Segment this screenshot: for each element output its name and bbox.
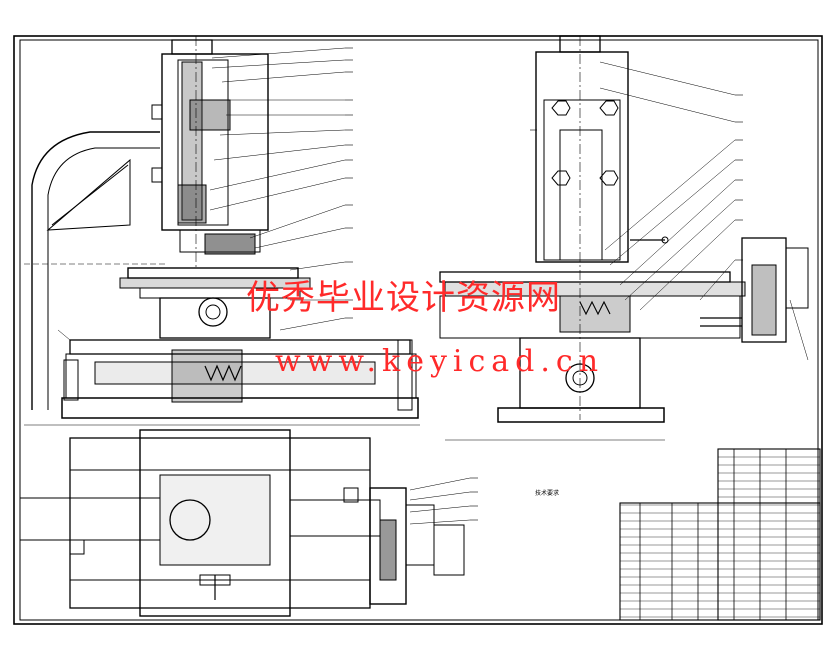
parts-list-rows (620, 456, 820, 618)
part-number-markers (345, 47, 743, 521)
inner-frame (19, 39, 819, 621)
top-view-bottom (19, 429, 471, 617)
side-view-right (439, 35, 809, 441)
technical-notes-title: 技术要求 (535, 490, 560, 497)
front-view-left (24, 36, 420, 426)
outer-frame (13, 35, 823, 625)
parts-list (619, 448, 821, 621)
